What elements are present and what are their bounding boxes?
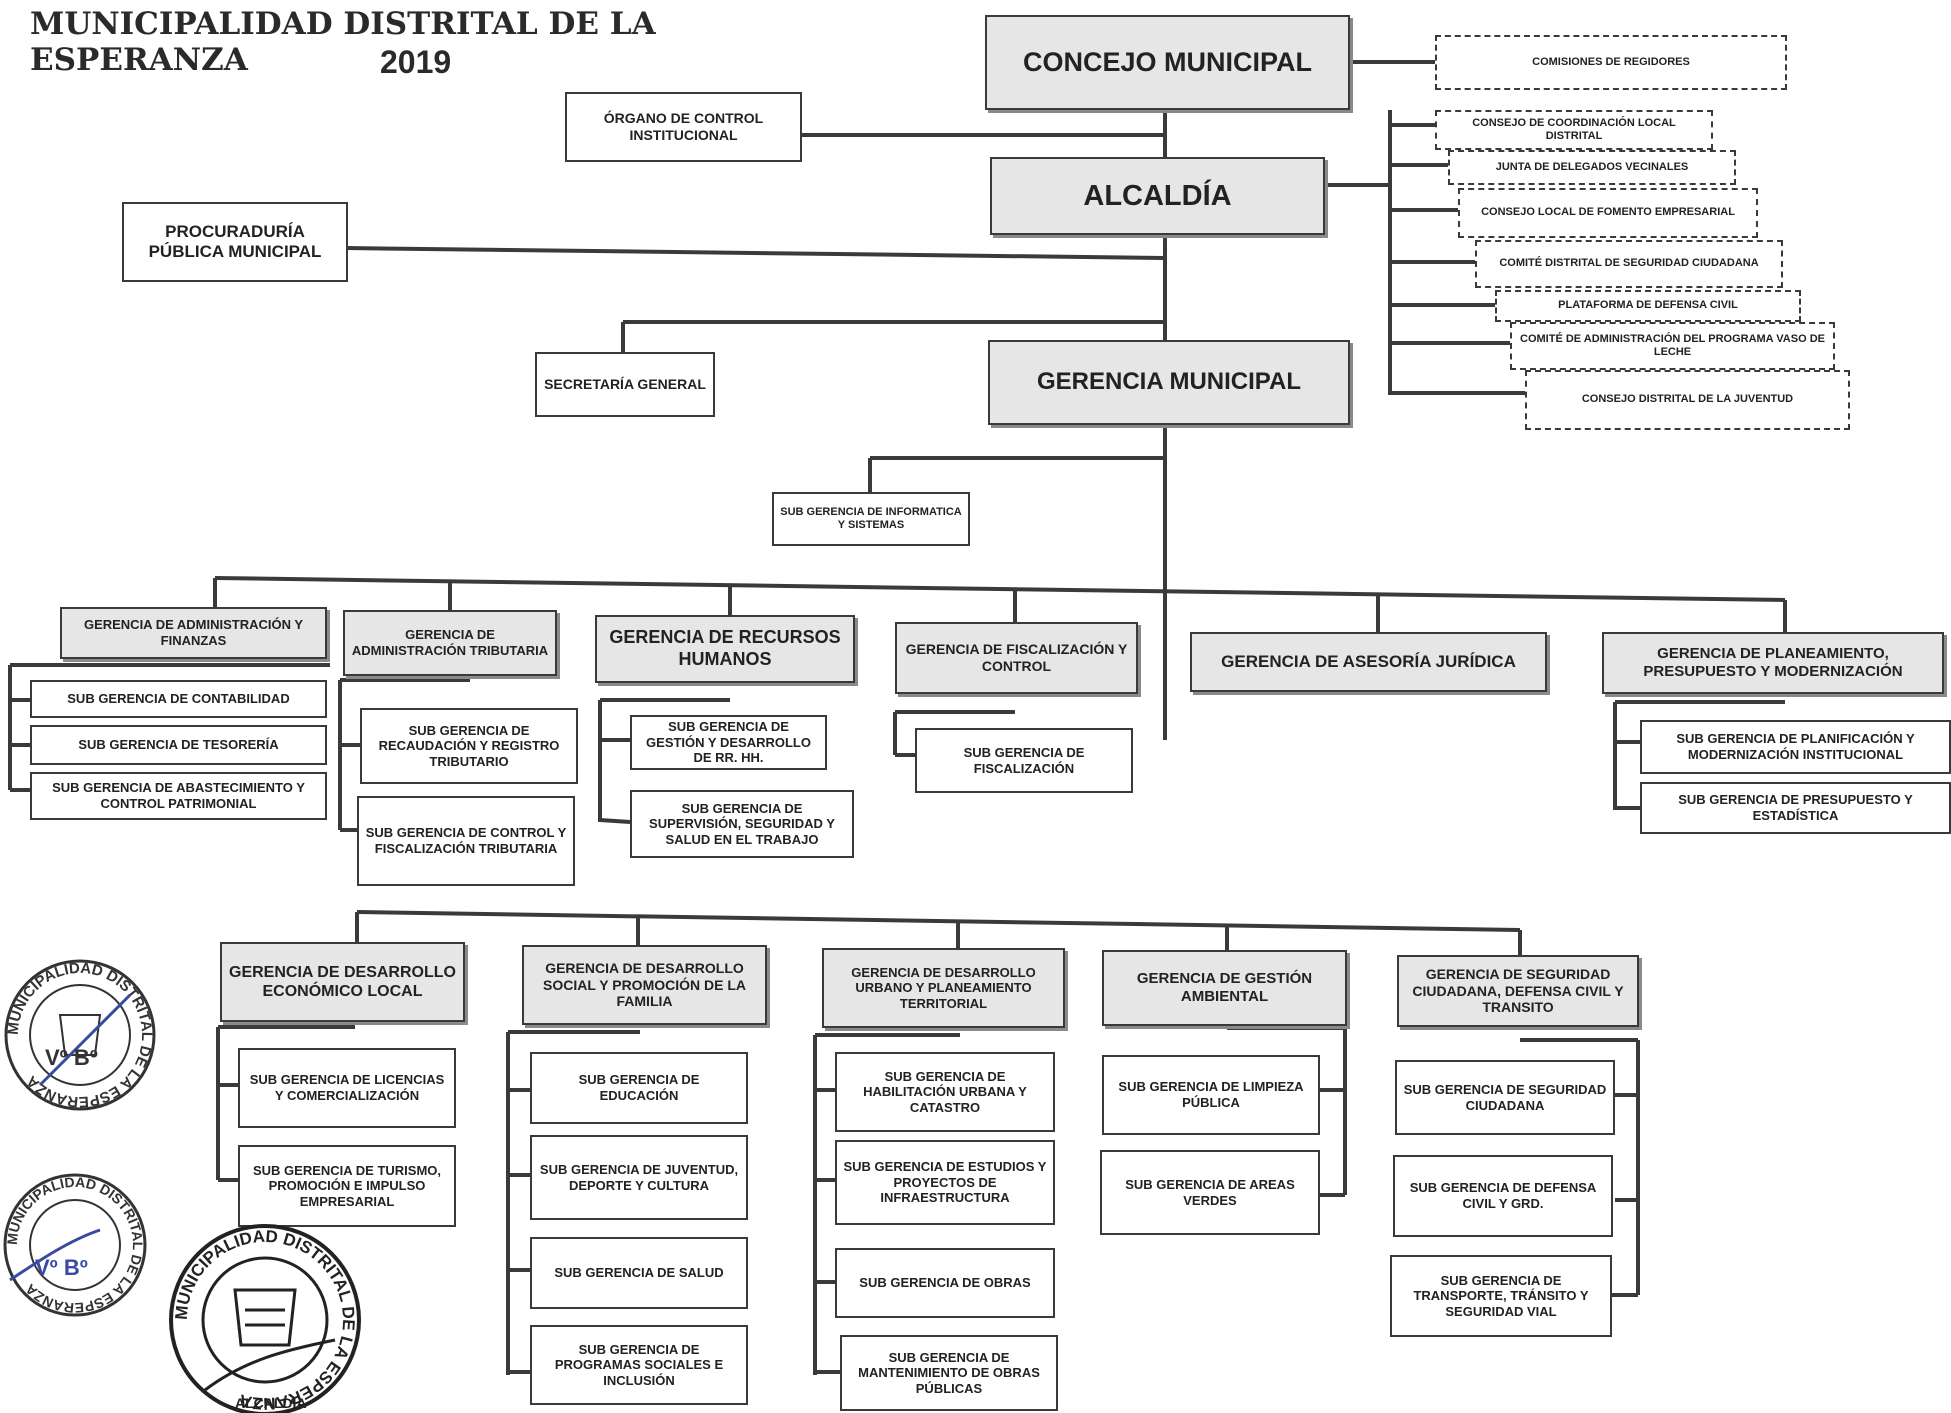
consultivo-item: JUNTA DE DELEGADOS VECINALES xyxy=(1448,150,1736,185)
sub-gerencia-presupuesto: SUB GERENCIA DE PRESUPUESTO y ESTADÍSTIC… xyxy=(1640,782,1951,834)
sub-gerencia-limpieza-publica: SUB GERENCIA DE LIMPIEZA PÚBLICA xyxy=(1102,1055,1320,1135)
sub-gerencia-turismo: SUB GERENCIA DE TURISMO, PROMOCIÓN e IMP… xyxy=(238,1145,456,1227)
sub-gerencia-educacion: SUB GERENCIA DE EDUCACIÓN xyxy=(530,1052,748,1124)
sub-gerencia-defensa-civil: SUB GERENCIA DE DEFENSA CIVIL Y GRD. xyxy=(1393,1155,1613,1237)
sub-gerencia-licencias: SUB GERENCIA DE LICENCIAS Y COMERCIALIZA… xyxy=(238,1048,456,1128)
sub-gerencia-juventud: SUB GERENCIA DE JUVENTUD, DEPORTE Y CULT… xyxy=(530,1135,748,1220)
sub-gerencia-obras: SUB GERENCIA DE OBRAS xyxy=(835,1248,1055,1318)
sub-gerencia-planificacion: SUB GERENCIA DE PLANIFICACIÓN y MODERNIZ… xyxy=(1640,720,1951,774)
gerencia-recursos-humanos: GERENCIA DE RECURSOS HUMANOS xyxy=(595,615,855,683)
sub-gerencia-gestion-rrhh: SUB GERENCIA DE GESTIÓN y DESARROLLO DE … xyxy=(630,715,827,770)
stamp-alcaldia-label: ALCALDIA xyxy=(235,1395,307,1411)
gerencia-administracion-tributaria: GERENCIA DE ADMINISTRACIÓN TRIBUTARIA xyxy=(343,610,557,676)
sub-gerencia-salud: SUB GERENCIA DE SALUD xyxy=(530,1237,748,1309)
alcaldia-box: ALCALDÍA xyxy=(990,157,1325,235)
sub-gerencia-areas-verdes: SUB GERENCIA DE AREAS VERDES xyxy=(1100,1150,1320,1235)
gerencia-desarrollo-economico: GERENCIA DE DESARROLLO ECONÓMICO LOCAL xyxy=(220,942,465,1022)
sub-gerencia-fiscalizacion: SUB GERENCIA DE FISCALIZACIÓN xyxy=(915,728,1133,793)
sub-gerencia-recaudacion: SUB GERENCIA DE RECAUDACIÓN Y REGISTRO T… xyxy=(360,708,578,784)
svg-text:Vº Bº: Vº Bº xyxy=(45,1045,98,1070)
gerencia-seguridad-ciudadana: GERENCIA DE SEGURIDAD CIUDADANA, DEFENSA… xyxy=(1397,955,1639,1027)
consultivo-item: COMITÉ DE ADMINISTRACIÓN DEL PROGRAMA VA… xyxy=(1510,322,1835,370)
sub-gerencia-contabilidad: SUB GERENCIA DE CONTABILIDAD xyxy=(30,680,327,718)
sub-gerencia-seguridad-ciudadana: SUB GERENCIA DE SEGURIDAD CIUDADANA xyxy=(1395,1060,1615,1135)
sub-gerencia-habilitacion-urbana: SUB GERENCIA DE HABILITACIÓN URBANA Y CA… xyxy=(835,1052,1055,1132)
gerencia-fiscalizacion-control: GERENCIA DE FISCALIZACIÓN Y CONTROL xyxy=(895,622,1138,694)
gerencia-planeamiento-presupuesto: GERENCIA DE PLANEAMIENTO, PRESUPUESTO y … xyxy=(1602,632,1944,694)
consultivo-item: CONSEJO LOCAL DE FOMENTO EMPRESARIAL xyxy=(1458,188,1758,238)
sub-gerencia-abastecimiento: SUB GERENCIA DE ABASTECIMIENTO Y CONTROL… xyxy=(30,772,327,820)
gerencia-asesoria-juridica: GERENCIA DE ASESORÍA JURÍDICA xyxy=(1190,632,1547,692)
sub-gerencia-transporte: SUB GERENCIA DE TRANSPORTE, TRÁNSITO Y S… xyxy=(1390,1255,1612,1337)
stamp-gerencia-planeamiento: MUNICIPALIDAD DISTRITAL DE LA ESPERANZA … xyxy=(4,959,156,1111)
gerencia-desarrollo-social: GERENCIA DE DESARROLLO SOCIAL Y PROMOCIÓ… xyxy=(522,945,767,1025)
sub-gerencia-estudios-proyectos: SUB GERENCIA DE ESTUDIOS Y PROYECTOS DE … xyxy=(835,1140,1055,1225)
sub-gerencia-control-fiscalizacion-tributaria: SUB GERENCIA DE CONTROL Y FISCALIZACIÓN … xyxy=(357,796,575,886)
comisiones-regidores-box: COMISIONES DE REGIDORES xyxy=(1435,35,1787,90)
consultivo-item: COMITÉ DISTRITAL DE SEGURIDAD CIUDADANA xyxy=(1475,240,1783,288)
gerencia-desarrollo-urbano: GERENCIA DE DESARROLLO URBANO Y PLANEAMI… xyxy=(822,948,1065,1028)
sub-gerencia-programas-sociales: SUB GERENCIA DE PROGRAMAS SOCIALES E INC… xyxy=(530,1325,748,1405)
sub-gerencia-informatica-box: SUB GERENCIA DE INFORMATICA Y SISTEMAS xyxy=(772,492,970,546)
gerencia-gestion-ambiental: GERENCIA DE GESTIÓN AMBIENTAL xyxy=(1102,950,1347,1026)
organo-control-box: ÓRGANO DE CONTROL INSTITUCIONAL xyxy=(565,92,802,162)
gerencia-municipal-box: GERENCIA MUNICIPAL xyxy=(988,340,1350,425)
gerencia-administracion-finanzas: GERENCIA DE ADMINISTRACIÓN y FINANZAS xyxy=(60,607,327,659)
procuraduria-box: PROCURADURÍA PÚBLICA MUNICIPAL xyxy=(122,202,348,282)
stamp-gerencia-planificacion: MUNICIPALIDAD DISTRITAL DE LA ESPERANZA … xyxy=(3,1173,147,1317)
chart-title: MUNICIPALIDAD DISTRITAL DE LA ESPERANZA xyxy=(30,6,656,78)
consultivo-item: CONSEJO DE COORDINACIÓN LOCAL DISTRITAL xyxy=(1435,110,1713,150)
consultivo-item: CONSEJO DISTRITAL DE LA JUVENTUD xyxy=(1525,370,1850,430)
chart-year: 2019 xyxy=(380,44,452,80)
sub-gerencia-tesoreria: SUB GERENCIA DE TESORERÍA xyxy=(30,725,327,765)
svg-text:Vº Bº: Vº Bº xyxy=(35,1255,88,1280)
sub-gerencia-supervision-seguridad: SUB GERENCIA DE SUPERVISIÓN, SEGURIDAD Y… xyxy=(630,790,854,858)
consultivo-item: PLATAFORMA DE DEFENSA CIVIL xyxy=(1495,290,1801,322)
concejo-municipal-box: CONCEJO MUNICIPAL xyxy=(985,15,1350,110)
secretaria-general-box: SECRETARÍA GENERAL xyxy=(535,352,715,417)
sub-gerencia-mantenimiento-obras: SUB GERENCIA DE MANTENIMIENTO DE OBRAS P… xyxy=(840,1335,1058,1411)
stamp-alcaldia: MUNICIPALIDAD DISTRITAL DE LA ESPERANZA … xyxy=(169,1224,361,1413)
